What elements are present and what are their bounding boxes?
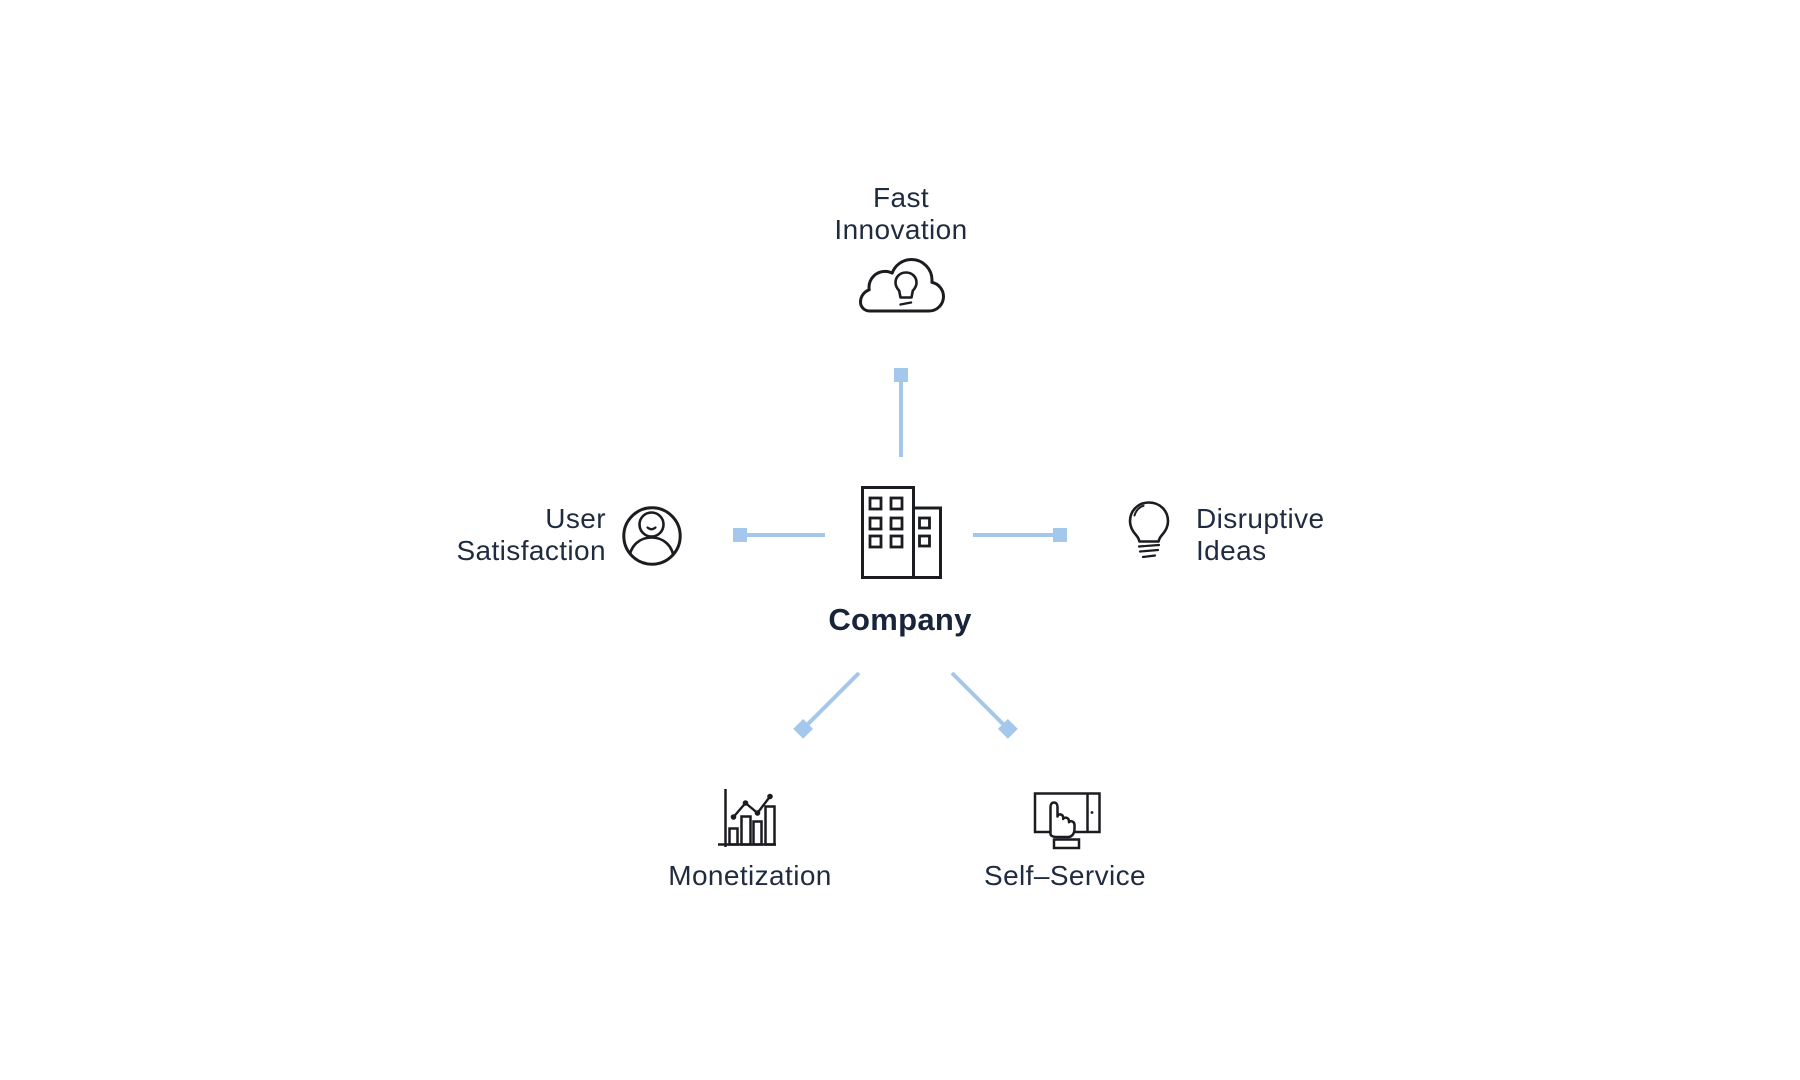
connector-bottom-left	[793, 668, 864, 739]
label-line-2: Satisfaction	[456, 535, 606, 566]
touch-tablet-icon	[1033, 792, 1101, 850]
node-label-self-service: Self–Service	[984, 860, 1146, 891]
connector-line	[801, 671, 861, 731]
label-line-1: Disruptive	[1196, 503, 1325, 534]
node-label-disruptive-ideas: Disruptive Ideas	[1196, 503, 1496, 567]
connector-right	[973, 528, 1067, 542]
user-circle-icon	[622, 506, 682, 566]
node-label-monetization: Monetization	[668, 860, 832, 891]
connector-endpoint-square	[894, 368, 908, 382]
lightbulb-icon	[1128, 501, 1170, 559]
connector-endpoint-square	[1053, 528, 1067, 542]
connector-line	[950, 671, 1010, 731]
company-building-icon	[861, 486, 942, 579]
label-line-1: User	[545, 503, 606, 534]
connector-left	[733, 528, 825, 542]
node-label-fast-innovation: Fast Innovation	[751, 182, 1051, 246]
node-label-user-satisfaction: User Satisfaction	[306, 503, 606, 567]
label-line-2: Ideas	[1196, 535, 1267, 566]
center-node-label: Company	[828, 602, 972, 637]
connector-top	[894, 368, 908, 457]
growth-chart-icon	[718, 789, 776, 847]
cloud-lightbulb-icon	[859, 258, 945, 313]
label-line-1: Fast	[872, 182, 930, 213]
connector-bottom-right	[947, 668, 1018, 739]
label-line-2: Innovation	[834, 214, 968, 245]
connector-line	[973, 533, 1061, 537]
connector-line	[739, 533, 825, 537]
connector-line	[899, 374, 903, 457]
connector-endpoint-square	[733, 528, 747, 542]
